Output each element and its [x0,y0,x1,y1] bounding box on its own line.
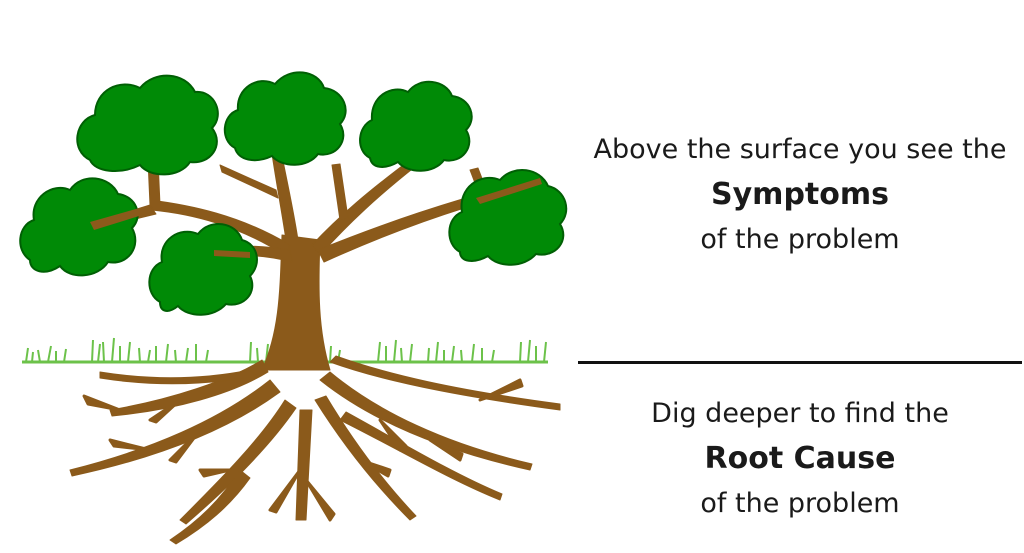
foliage-cluster-top-center [223,71,347,166]
symptoms-caption-line1: Above the surface you see the [593,134,1007,165]
foliage-cluster-right [448,168,568,266]
surface-divider [578,361,1022,364]
foliage-cluster-top-right [359,81,473,172]
foliage [19,71,568,316]
root-cause-caption-line1: Dig deeper to find the [651,398,949,429]
symptoms-caption-line3: of the problem [700,224,900,255]
root-cause-caption-line3: of the problem [700,488,900,519]
foliage-cluster-top-left [76,74,219,176]
symptoms-heading: Symptoms [711,177,889,212]
branch-tips [90,178,542,258]
foliage-cluster-center-left [148,222,258,316]
symptoms-caption: Above the surface you see the Symptoms o… [578,128,1022,262]
roots [69,355,561,545]
root-cause-heading: Root Cause [704,441,896,476]
root-cause-caption: Dig deeper to find the Root Cause of the… [578,392,1022,526]
tree-illustration [19,71,568,545]
foliage-cluster-mid-left [19,177,139,277]
